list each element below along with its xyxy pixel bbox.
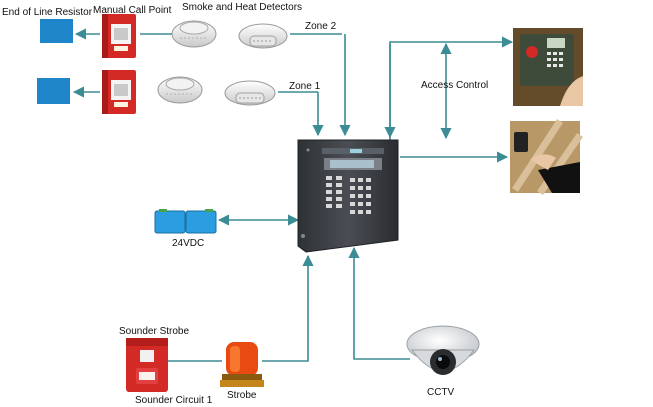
sounder-circuit-label: Sounder Circuit 1 [135,395,213,406]
eol-resistor-zone1-icon [37,78,70,104]
fire-alarm-panel-icon [297,139,399,253]
manual-call-point-zone2-icon [102,14,136,58]
smoke-heat-detectors-label: Smoke and Heat Detectors [182,2,303,13]
strobe-label: Strobe [227,390,257,401]
zone2-label: Zone 2 [305,21,337,32]
heat-detector-zone1b-icon [224,80,276,106]
heat-detector-zone2b-icon [238,23,288,49]
sounder-strobe-icon [126,338,168,392]
battery-icon [154,209,217,234]
access-control-label: Access Control [421,80,489,91]
sounder-strobe-label: Sounder Strobe [119,326,190,337]
access-keypad-icon [513,28,583,106]
cctv-label: CCTV [427,387,455,398]
manual-call-point-zone1-icon [102,70,136,114]
strobe-beacon-icon [220,342,264,387]
zone1-label: Zone 1 [289,81,321,92]
access-card-reader-icon [510,119,583,195]
eol-resistor-label: End of Line Resistor [2,7,93,18]
connection-lines [72,28,514,362]
cctv-wire [348,246,410,360]
strobe-wire [262,254,314,362]
smoke-detector-zone1a-icon [157,76,203,104]
cctv-camera-icon [406,325,480,375]
battery-label: 24VDC [172,238,205,249]
smoke-detector-zone2a-icon [171,20,217,48]
manual-call-point-label: Manual Call Point [93,5,172,16]
eol-resistor-zone2-icon [40,19,73,43]
